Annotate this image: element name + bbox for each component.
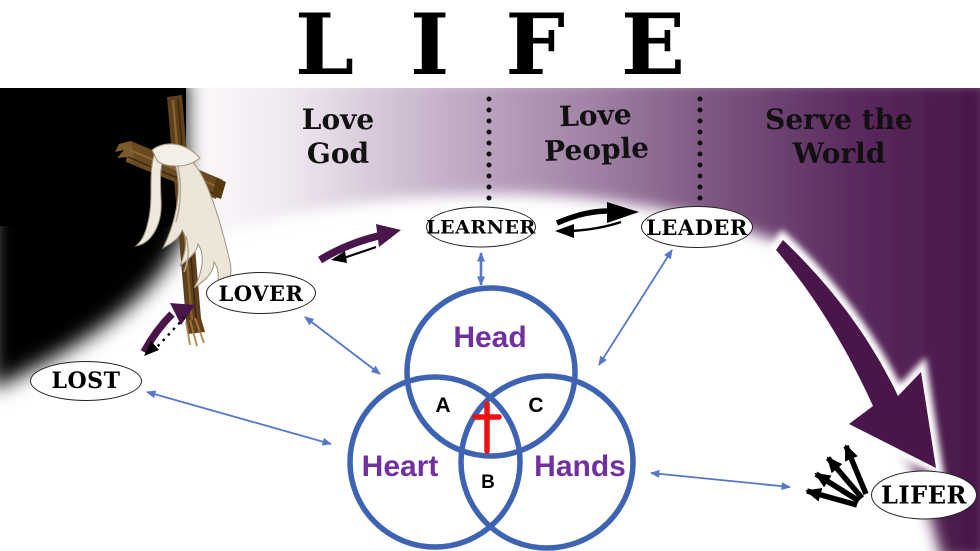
connector-lover-venn — [304, 316, 381, 375]
venn-circle-head — [404, 285, 578, 459]
region-label-c: C — [528, 394, 544, 417]
section-label-love-people: Love People — [543, 97, 650, 168]
flow-arrow-lover-learner — [318, 224, 401, 264]
cross-with-shroud-image — [115, 95, 232, 347]
stage-oval-leader: LEADER — [641, 206, 753, 248]
stage-oval-learner: LEARNER — [426, 206, 536, 248]
lifer-ray-arrows — [805, 444, 869, 508]
venn-label-head: Head — [453, 321, 527, 354]
stage-oval-lifer: LIFER — [871, 470, 977, 520]
venn-circle-hands — [458, 373, 636, 551]
stage-oval-lover: LOVER — [206, 272, 316, 314]
flow-arrow-lost-lover — [140, 303, 195, 356]
section-label-love-god: Love God — [301, 103, 375, 171]
page-title: LIFE — [294, 0, 742, 94]
connector-lost-venn — [146, 390, 332, 446]
connector-hands-lifer — [650, 469, 791, 491]
venn-label-heart: Heart — [361, 450, 439, 483]
region-label-b: B — [481, 472, 495, 493]
connector-leader-venn — [598, 249, 673, 366]
flow-arrow-leader-lifer — [776, 240, 936, 468]
banner-background — [0, 88, 980, 551]
region-label-a: A — [435, 394, 451, 417]
venn-label-hands: Hands — [534, 450, 626, 483]
section-label-serve-the-world: Serve the World — [765, 103, 913, 171]
red-cross-icon — [472, 401, 502, 454]
venn-circle-heart — [347, 374, 523, 550]
stage-oval-lost: LOST — [30, 361, 142, 401]
exchange-arrows-learner-leader — [555, 202, 639, 238]
